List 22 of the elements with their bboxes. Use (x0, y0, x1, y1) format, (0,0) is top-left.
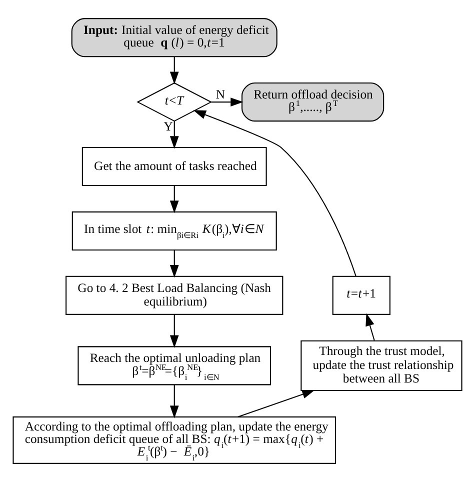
node-box: Get the amount of tasks reached (81, 146, 266, 186)
arrow (169, 56, 178, 84)
arrow (169, 185, 178, 213)
node-box: According to the optimal offloading plan, update the energy consumption deficit queue of all BS: q$_{i}$(t+1) = max{q$_{i}$(t) + E$_{i}$$^{t}$(β$^{t}$) − Ē$_{i}$,0} (12, 416, 336, 464)
arrow (169, 250, 178, 278)
arrow (169, 314, 178, 348)
node-box: t=t+1 (332, 275, 390, 314)
node-box: Reach the optimal unloading plan β$^{t}$=β$^{NE}$={β$_{i}$$^{NE}$}$_{i∈N}$ (77, 346, 271, 385)
node-box: Return offload decision β$^{1}$,....., β$^{T}$ (240, 82, 384, 122)
node-diamond: t<T (136, 82, 212, 122)
node-box: Input: Initial value of energy deficit queue q (l) = 0,t=1 (70, 18, 277, 57)
arrow (169, 120, 178, 148)
edge-label: Y (163, 118, 172, 133)
arrow (210, 97, 243, 106)
node-box: In time slot t: min$_{βi∈Ri}$ K(β$_{i}$),∀i∈N (71, 210, 276, 250)
edge-label: N (215, 86, 225, 101)
arrow (192, 110, 356, 276)
arrow (237, 390, 314, 417)
node-box: Go to 4. 2 Best Load Balancing (Nash equilibrium) (65, 275, 283, 314)
arrow (169, 384, 178, 418)
node-box: Through the trust model, update the trust relationship between all BS (300, 340, 462, 391)
arrow (365, 312, 374, 340)
